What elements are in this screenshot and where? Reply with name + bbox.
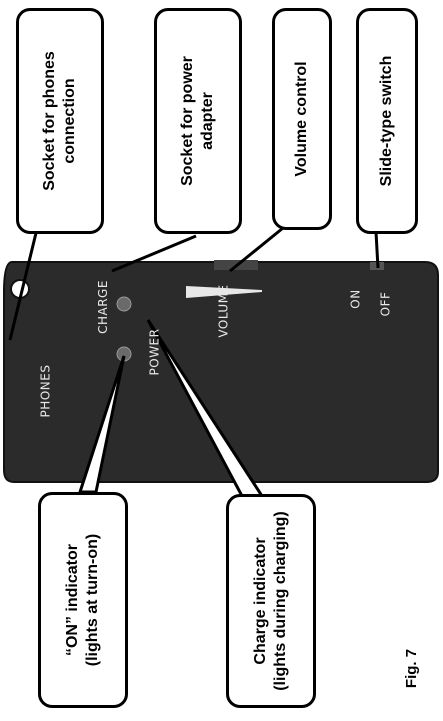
callout-charge-line2: (lights during charging): [272, 511, 289, 691]
callout-power-line2: adapter: [199, 92, 216, 150]
label-off: OFF: [378, 291, 393, 317]
callout-phones-socket: Socket for phones connection: [16, 8, 104, 234]
callout-phones-line2: connection: [61, 78, 78, 164]
callout-volume-line1: Volume control: [293, 61, 310, 177]
callout-on-indicator: “ON” indicator (lights at turn-on): [38, 492, 128, 708]
leader-power-socket: [111, 234, 197, 273]
callout-power-line1: Socket for power: [179, 56, 196, 186]
device-body: [3, 261, 439, 483]
label-charge: CHARGE: [95, 280, 110, 334]
charge-led: [116, 296, 132, 312]
volume-wedge-icon: [186, 286, 262, 298]
label-power: POWER: [147, 328, 162, 376]
callout-charge-line1: Charge indicator: [252, 537, 269, 665]
callout-charge-indicator: Charge indicator (lights during charging…: [226, 494, 316, 708]
callout-on-line2: (lights at turn-on): [84, 533, 101, 667]
callout-on-line1: “ON” indicator: [64, 543, 81, 657]
leader-volume: [229, 226, 284, 273]
callout-phones-line1: Socket for phones: [41, 51, 58, 191]
label-on: ON: [348, 289, 363, 309]
leader-switch: [374, 231, 380, 269]
label-volume: VOLUME: [216, 284, 231, 338]
leader-phones: [8, 232, 38, 341]
callout-power-socket: Socket for power adapter: [154, 8, 242, 234]
callout-switch: Slide-type switch: [356, 8, 418, 234]
label-phones: PHONES: [38, 364, 53, 418]
figure-label: Fig. 7: [403, 648, 421, 689]
callout-switch-line1: Slide-type switch: [378, 55, 395, 187]
callout-volume: Volume control: [272, 8, 332, 230]
